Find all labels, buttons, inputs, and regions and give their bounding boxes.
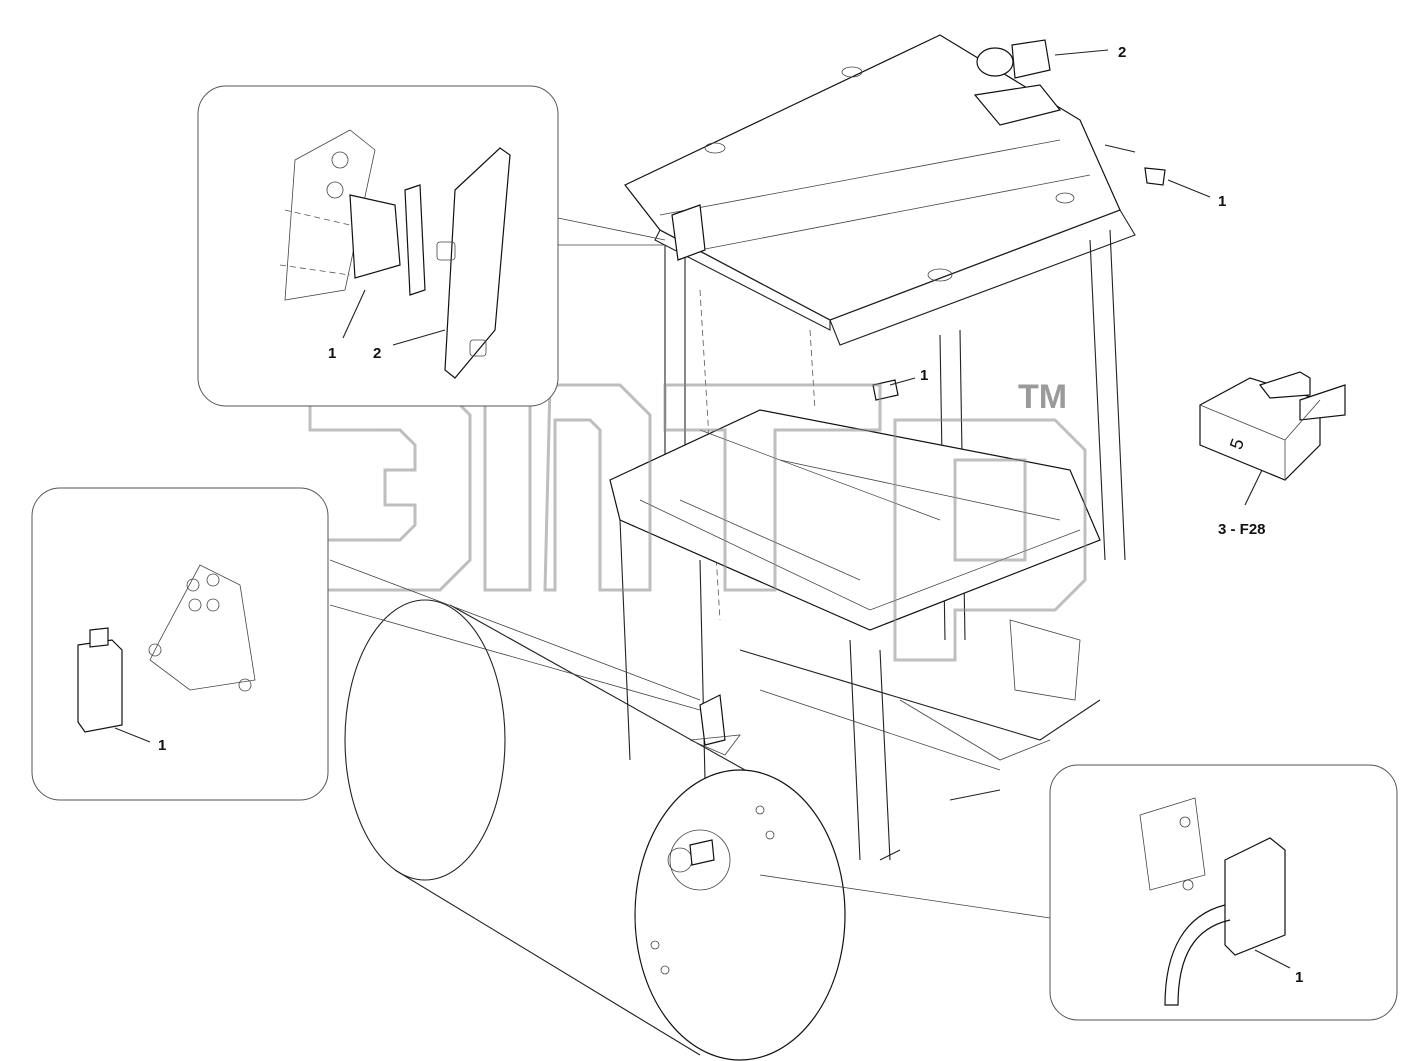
drum-front-face: [634, 769, 846, 1061]
label-roof-switch: 1: [1218, 193, 1226, 210]
inset-right-sensor: [1049, 764, 1398, 1021]
left-switch-assembly: [77, 564, 256, 733]
roof-switch: [1104, 144, 1166, 186]
label-right-sensor: 1: [1295, 969, 1303, 986]
label-fuse: 3 - F28: [1218, 521, 1266, 538]
right-sensor-assembly: [1139, 797, 1286, 1006]
label-left-switch: 1: [158, 737, 166, 754]
inset-left-switch: [31, 487, 329, 801]
trademark-text: TM: [1018, 378, 1067, 416]
drum-back-edge: [344, 599, 506, 881]
fuse-f28: 5: [1199, 371, 1346, 481]
mirror-assembly: [279, 129, 511, 379]
label-mirror: 2: [373, 345, 381, 362]
roof-sensor: [973, 39, 1062, 126]
label-roof-sensor: 2: [1118, 44, 1126, 61]
label-mirror-bracket: 1: [328, 345, 336, 362]
label-center-switch: 1: [920, 367, 928, 384]
